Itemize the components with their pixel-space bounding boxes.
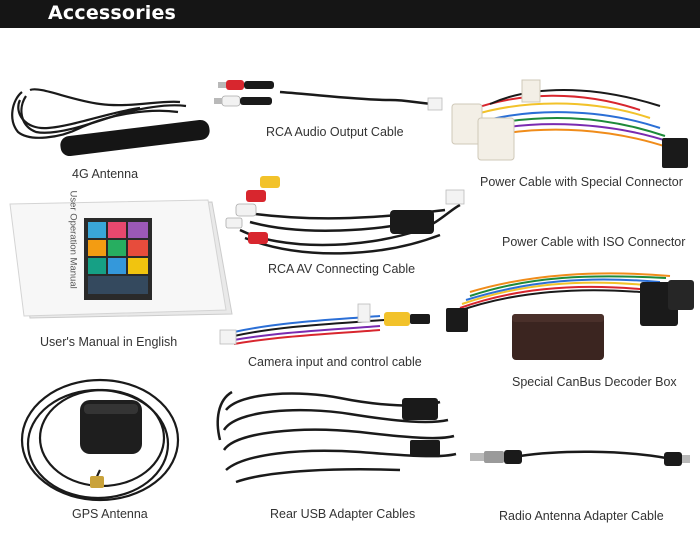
item-label: Power Cable with ISO Connector	[502, 235, 686, 249]
item-label: Special CanBus Decoder Box	[512, 375, 677, 389]
item-label: GPS Antenna	[72, 507, 148, 521]
header-bar: Accessories	[0, 0, 700, 28]
page-title: Accessories	[48, 2, 177, 24]
item-label: RCA Audio Output Cable	[266, 125, 404, 139]
item-label: User's Manual in English	[40, 335, 178, 349]
item-label: Power Cable with Special Connector	[480, 175, 683, 189]
item-label: Camera input and control cable	[248, 355, 422, 369]
item-label: Radio Antenna Adapter Cable	[499, 509, 664, 523]
item-label: RCA AV Connecting Cable	[268, 262, 416, 276]
item-label: Rear USB Adapter Cables	[270, 507, 416, 521]
item-label: 4G Antenna	[72, 167, 139, 181]
